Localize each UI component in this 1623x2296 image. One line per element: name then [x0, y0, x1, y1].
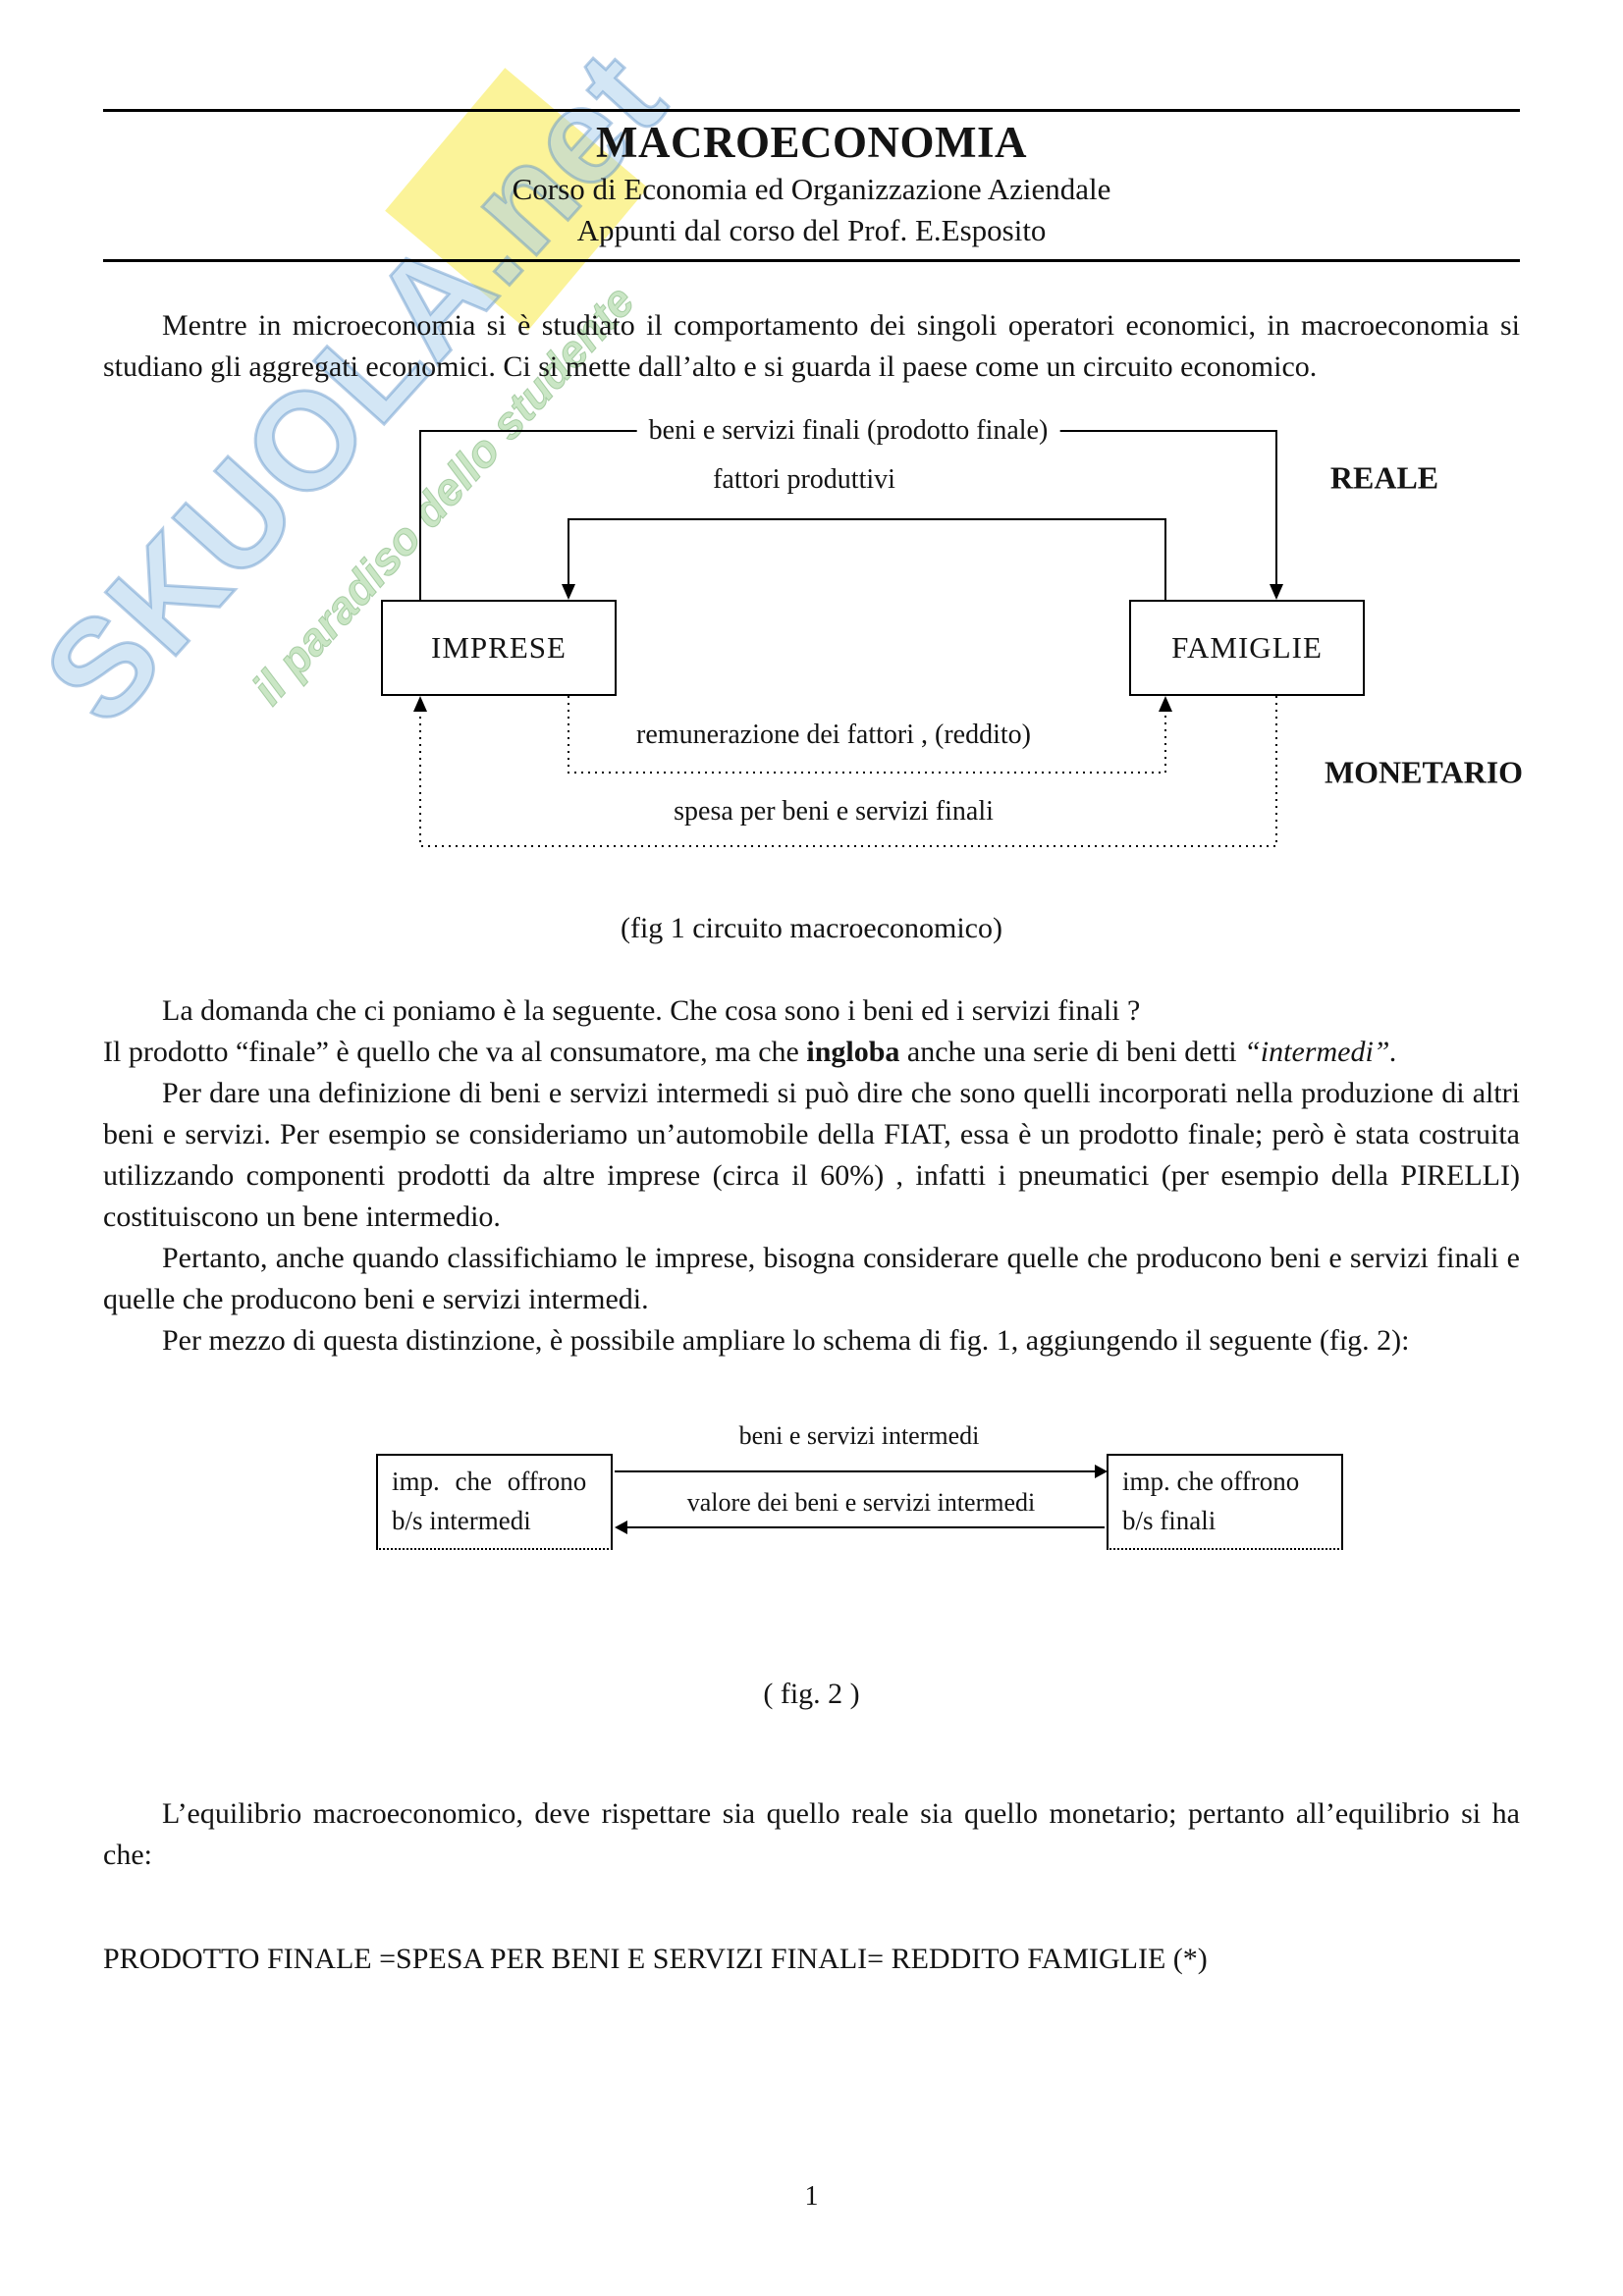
figure-1-macro-circuit: beni e servizi finali (prodotto finale) …	[103, 415, 1524, 877]
fig1-label-spending: spesa per beni e servizi finali	[674, 796, 994, 827]
fig1-label-remuneration: remunerazione dei fattori , (reddito)	[636, 720, 1031, 750]
fig2-goods-arrow	[615, 1465, 1108, 1478]
question-paragraph: La domanda che ci poniamo è la seguente.…	[103, 990, 1520, 1073]
classification-paragraph: Pertanto, anche quando classifichiamo le…	[103, 1242, 1520, 1315]
intermediates-paragraph: Per dare una definizione di beni e servi…	[103, 1077, 1520, 1233]
body-paragraphs: La domanda che ci poniamo è la seguente.…	[103, 990, 1520, 1362]
fig2-right-box-line1: imp. che offrono	[1122, 1467, 1300, 1496]
page-number: 1	[804, 2181, 819, 2212]
fig2-label-goods-value: valore dei beni e servizi intermedi	[686, 1488, 1036, 1517]
fig2-box-final-firms: imp. che offrono b/s finali	[1107, 1454, 1343, 1550]
figure-2-intermediate-goods-diagram: imp. che offrono b/s intermedi imp. che …	[103, 1416, 1520, 1583]
fig1-label-final-goods: beni e servizi finali (prodotto finale)	[636, 415, 1060, 447]
fig1-label-monetary-side: MONETARIO	[1324, 754, 1524, 790]
fig2-box-intermediate-firms: imp. che offrono b/s intermedi	[376, 1454, 613, 1550]
fig2-value-arrow	[615, 1521, 1105, 1534]
fig2-label-intermediate-goods: beni e servizi intermedi	[738, 1421, 980, 1450]
fig2-left-box-line1: imp. che offrono	[392, 1467, 587, 1496]
question-line: La domanda che ci poniamo è la seguente.…	[162, 994, 1141, 1027]
fig1-real-flow-arrows	[419, 430, 1283, 600]
intermedi-italic-text: “intermedi”.	[1244, 1036, 1397, 1068]
fig1-box-famiglie: FAMIGLIE	[1129, 600, 1365, 696]
fig2-flow-lines	[615, 1465, 1108, 1534]
notes-subtitle: Appunti dal corso del Prof. E.Esposito	[576, 213, 1047, 247]
equilibrium-paragraph: L’equilibrio macroeconomico, deve rispet…	[103, 1797, 1520, 1871]
document-title: MACROECONOMIA	[596, 118, 1027, 167]
page-content: MACROECONOMIA Corso di Economia ed Organ…	[0, 109, 1623, 1980]
fig2-right-box-line2: b/s finali	[1122, 1506, 1217, 1535]
fig1-label-real-side: REALE	[1329, 459, 1439, 496]
course-subtitle: Corso di Economia ed Organizzazione Azie…	[512, 172, 1111, 206]
fig1-box-imprese: IMPRESE	[381, 600, 617, 696]
fig1-caption: (fig 1 circuito macroeconomico)	[620, 912, 1002, 944]
document-header: MACROECONOMIA Corso di Economia ed Organ…	[103, 109, 1520, 262]
ingloba-bold-text: ingloba	[806, 1036, 900, 1068]
fig1-label-production-factors: fattori produttivi	[713, 464, 895, 495]
fig2-left-box-line2: b/s intermedi	[392, 1506, 531, 1535]
equilibrium-formula: PRODOTTO FINALE =SPESA PER BENI E SERVIZ…	[103, 1943, 1208, 1975]
intro-paragraph: Mentre in microeconomia si è studiato il…	[103, 309, 1520, 383]
fig1-monetary-flow-arrows	[413, 696, 1277, 847]
fig2-caption: ( fig. 2 )	[763, 1678, 860, 1710]
extension-paragraph: Per mezzo di questa distinzione, è possi…	[162, 1324, 1410, 1357]
final-product-text-2: anche una serie di beni detti	[899, 1036, 1245, 1068]
final-product-text-1: Il prodotto “finale” è quello che va al …	[103, 1036, 807, 1068]
